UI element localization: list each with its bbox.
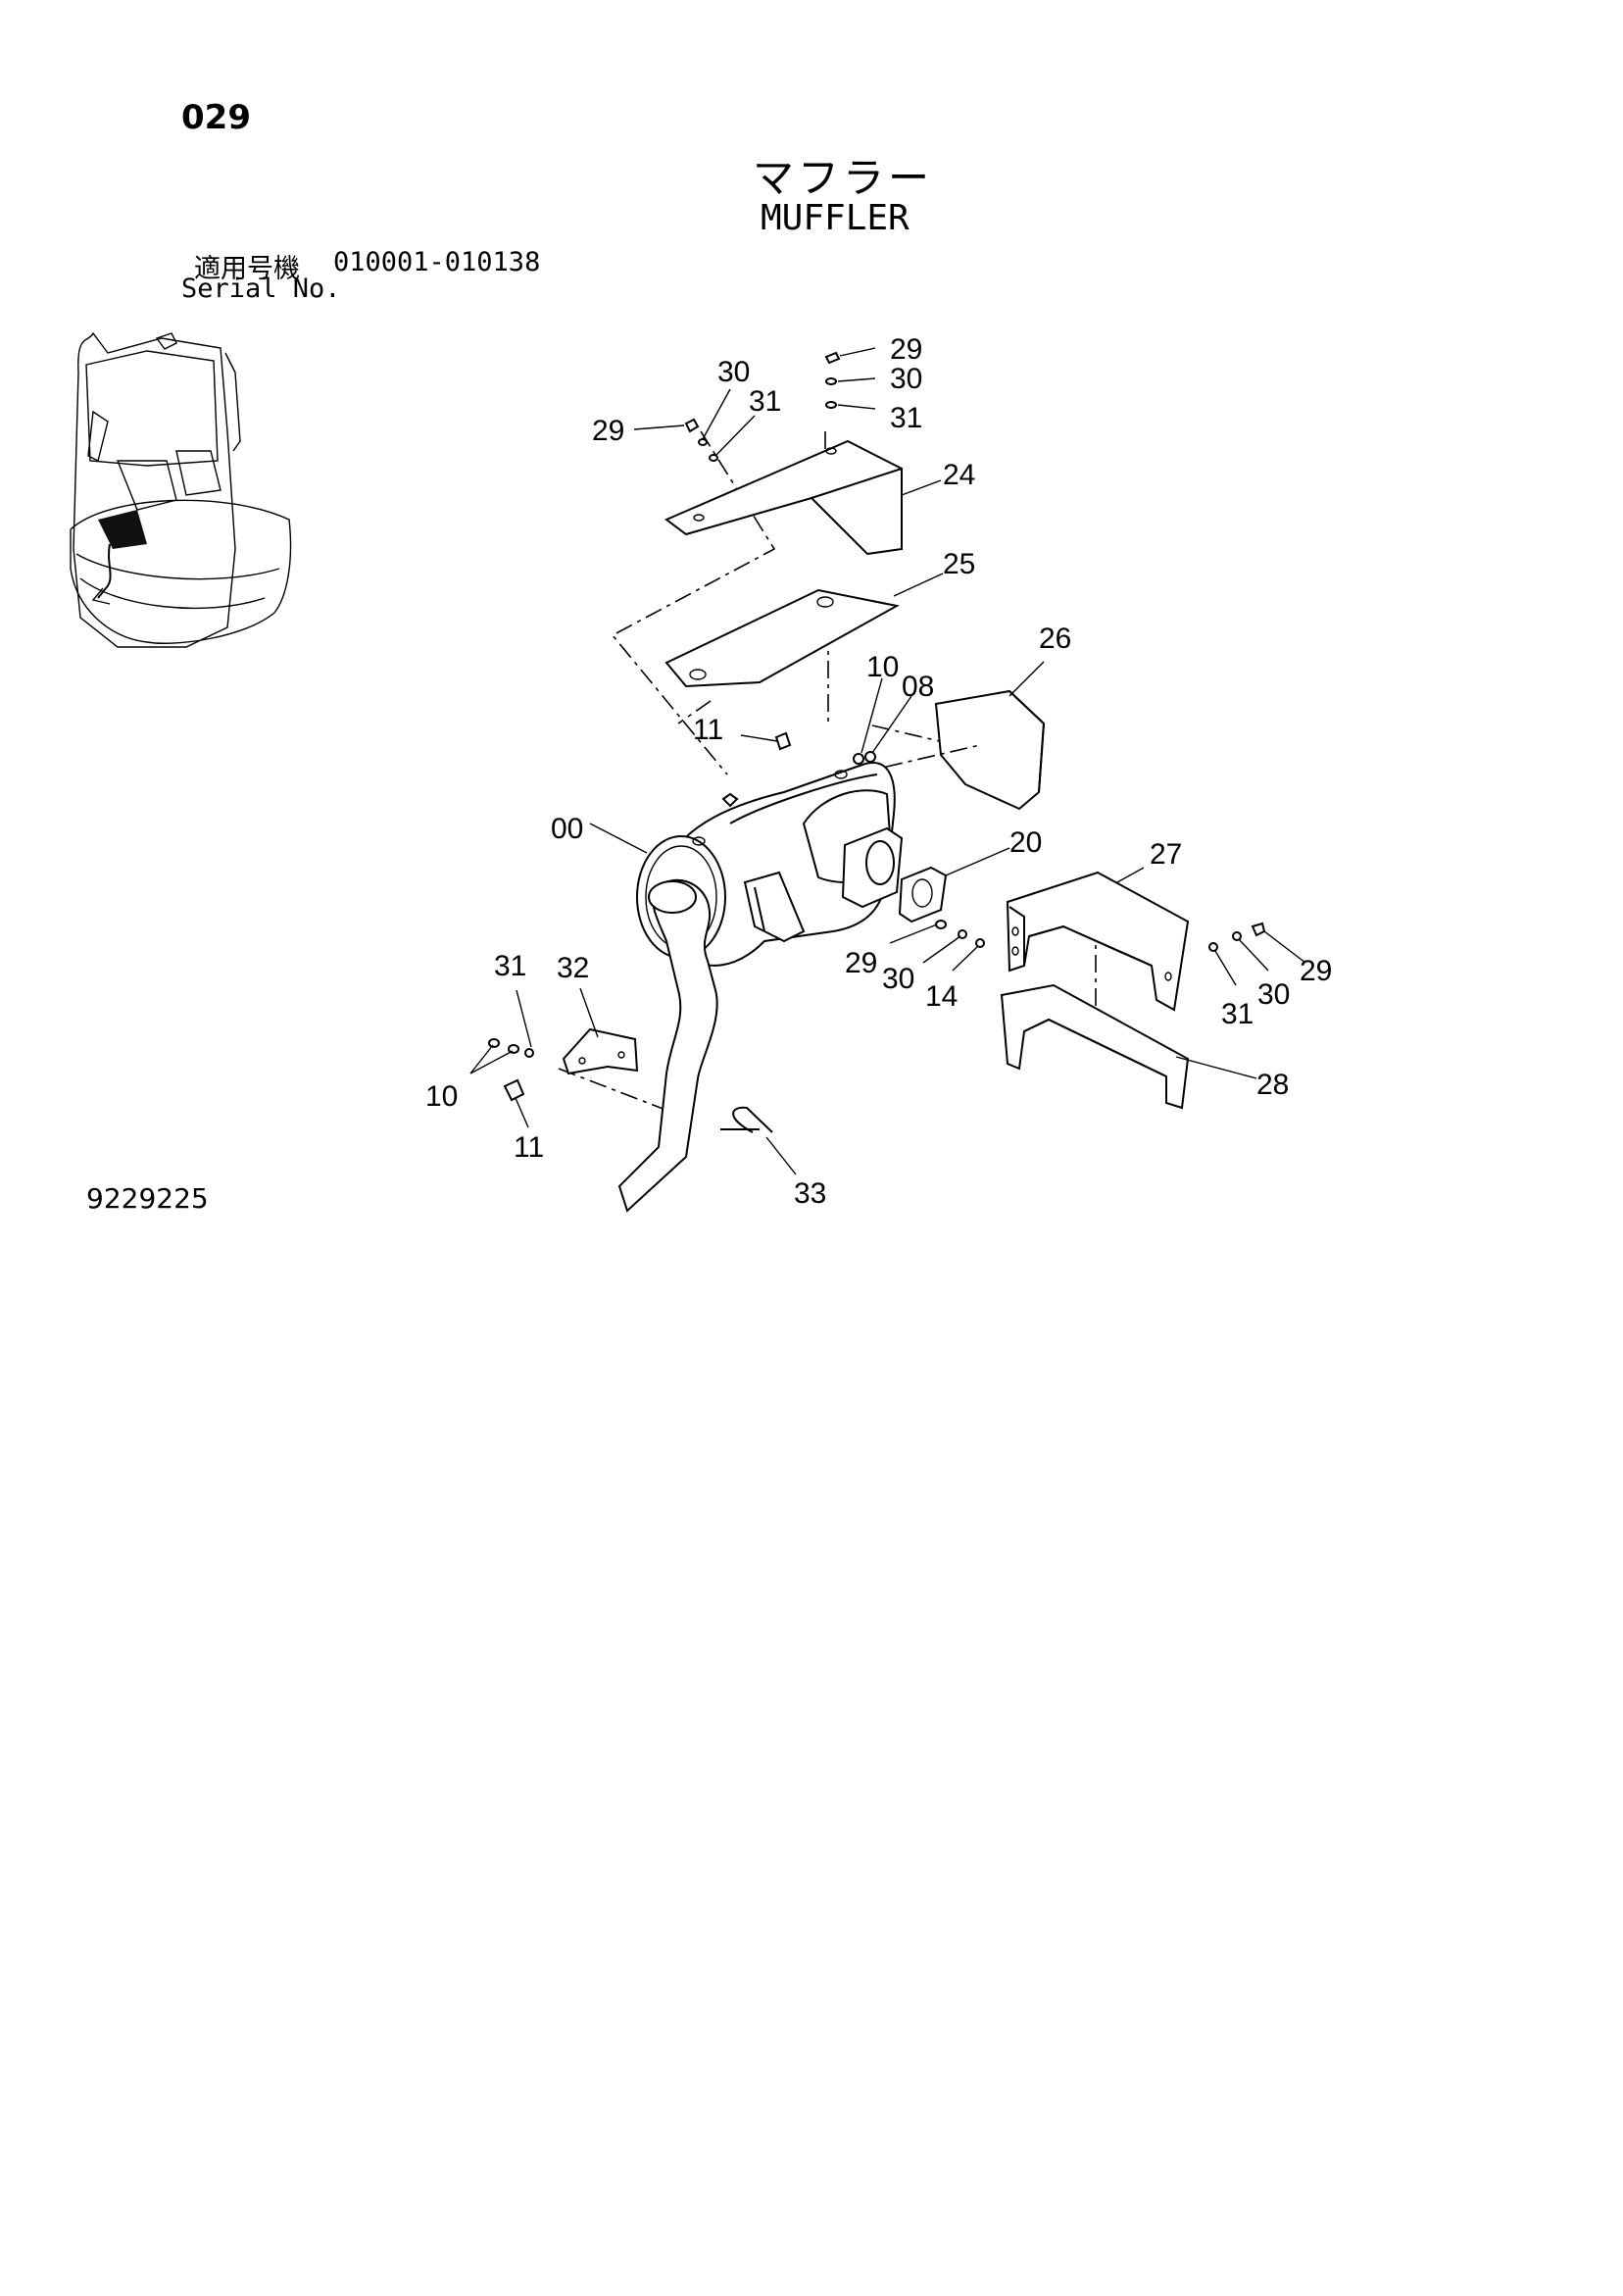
callout-14: 14 — [925, 980, 958, 1013]
part-24-upper-cover — [664, 439, 903, 556]
page-title: MUFFLER — [761, 198, 910, 238]
callout-33: 33 — [794, 1177, 826, 1210]
callout-31: 31 — [1221, 998, 1254, 1030]
callout-31: 31 — [494, 950, 526, 982]
callout-32: 32 — [557, 952, 589, 984]
callout-10: 10 — [866, 651, 899, 683]
callout-labels: 29 30 31 30 31 29 24 25 26 10 08 11 00 2… — [425, 333, 1332, 1210]
callout-28: 28 — [1256, 1069, 1289, 1101]
serial-label: Serial No. — [181, 274, 341, 304]
callout-25: 25 — [943, 548, 975, 580]
callout-29: 29 — [890, 333, 922, 366]
callout-31: 31 — [749, 385, 781, 418]
part-20-gasket — [898, 866, 948, 923]
part-27-cover — [1006, 871, 1190, 1012]
page-number: 029 — [181, 98, 251, 137]
callout-31: 31 — [890, 402, 922, 434]
callout-10: 10 — [425, 1080, 458, 1113]
callout-20: 20 — [1009, 826, 1042, 859]
serial-label-japanese: 適用号機 — [194, 254, 300, 284]
callout-26: 26 — [1039, 623, 1071, 655]
callout-11: 11 — [693, 714, 723, 746]
callout-29: 29 — [1300, 955, 1332, 987]
machine-location-thumbnail — [70, 331, 292, 648]
callout-27: 27 — [1150, 838, 1182, 871]
part-32-bracket — [562, 1027, 639, 1075]
callout-30: 30 — [882, 963, 914, 995]
callout-29: 29 — [845, 947, 877, 979]
page-title-japanese: マフラー — [753, 154, 934, 202]
part-26-side-shield — [852, 689, 1046, 811]
callout-08: 08 — [902, 671, 934, 703]
callout-00: 00 — [551, 813, 583, 845]
callout-30: 30 — [1257, 978, 1290, 1011]
callout-29: 29 — [592, 415, 624, 447]
part-28-bracket — [1000, 983, 1190, 1110]
drawing-number: 9229225 — [86, 1182, 209, 1215]
callout-30: 30 — [717, 356, 750, 388]
part-25-plate — [664, 588, 900, 688]
callout-11: 11 — [514, 1131, 544, 1164]
callout-24: 24 — [943, 459, 975, 491]
leader-lines — [469, 347, 1306, 1175]
serial-range: 010001-010138 — [333, 247, 541, 277]
part-33-tail-pipe — [617, 878, 773, 1213]
callout-30: 30 — [890, 363, 922, 395]
